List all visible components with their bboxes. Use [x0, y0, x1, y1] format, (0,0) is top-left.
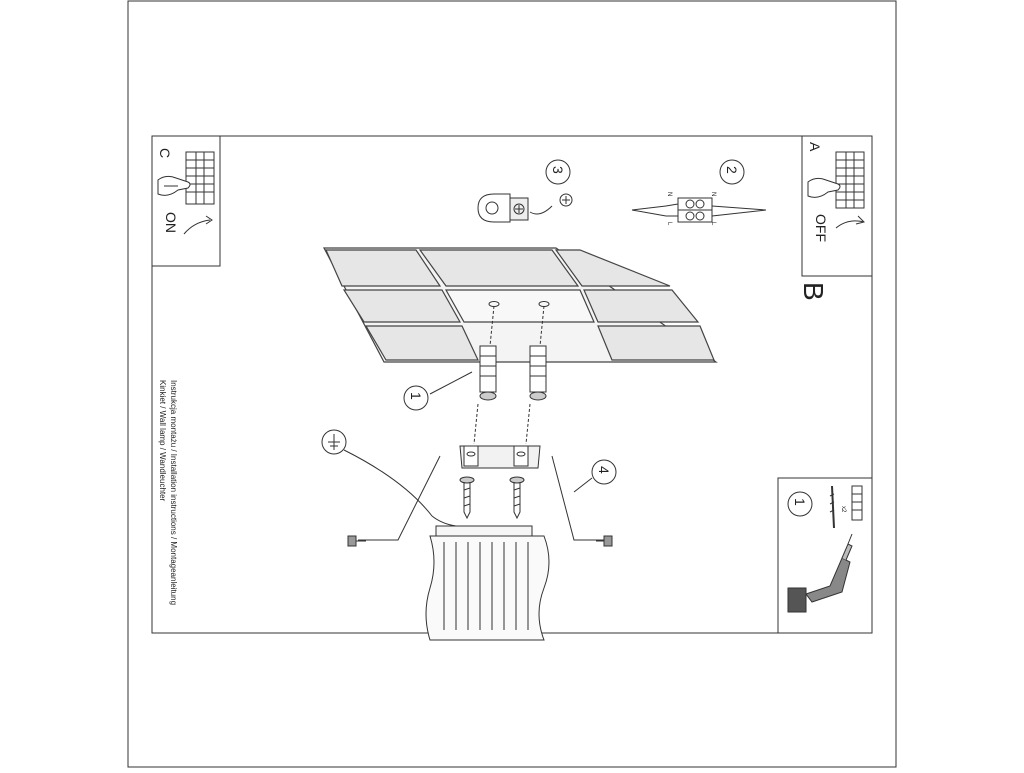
tools-step-label: 1 — [792, 498, 808, 506]
side-screw-right — [596, 535, 613, 547]
page-border — [127, 0, 897, 768]
step-1-marker: 1 — [403, 385, 429, 411]
panel-a-state: OFF — [813, 214, 829, 242]
panel-c-letter: C — [157, 148, 173, 158]
step-2-marker: 2 — [719, 159, 745, 185]
tools-panel-box — [777, 477, 873, 634]
panel-c-hand-icon — [157, 175, 191, 196]
caption-line-1: Instrukcja montażu / Installation instru… — [169, 380, 178, 606]
panel-a-box — [801, 135, 873, 277]
screw-left — [459, 476, 475, 520]
connector-n-right: N — [710, 192, 716, 196]
caption-line-2: Kinkiet / Wall lamp / Wandleuchter — [158, 380, 167, 502]
tools-step-marker: 1 — [787, 491, 813, 517]
ground-terminal — [477, 193, 553, 223]
lamp-body — [425, 525, 550, 641]
step-3-label: 3 — [550, 166, 566, 174]
plug-quantity-label: x2 — [840, 506, 846, 513]
mounting-bracket — [459, 445, 541, 469]
wire-connector — [631, 197, 767, 223]
wall-plug-icon — [851, 485, 863, 521]
step-1-label: 1 — [408, 392, 424, 400]
side-screw-left — [347, 535, 366, 547]
ground-symbol-icon — [559, 193, 573, 207]
drill-bit-icon — [829, 485, 835, 529]
wall-plug-left — [479, 345, 497, 401]
panel-a-letter: A — [807, 142, 823, 152]
connector-n-left: N — [666, 192, 672, 196]
connector-l-left: L — [666, 222, 672, 226]
panel-c-breaker-icon — [185, 151, 215, 205]
connector-l-right: L — [710, 222, 716, 226]
step-4-label: 4 — [596, 466, 612, 474]
panel-c-box — [151, 135, 221, 267]
step-2-label: 2 — [724, 166, 740, 174]
panel-a-hand-icon — [807, 177, 841, 198]
power-drill-icon — [787, 533, 853, 613]
panel-a-arrow-icon — [835, 220, 865, 229]
ceiling-tiles — [323, 247, 718, 363]
wall-plug-right — [529, 345, 547, 401]
step-4-marker: 4 — [591, 459, 617, 485]
panel-a-breaker-icon — [835, 151, 865, 209]
panel-b-letter: B — [798, 282, 829, 301]
lamp-ground-symbol-icon — [321, 429, 347, 455]
panel-c-arrow-icon — [183, 219, 211, 235]
screw-right — [509, 476, 525, 520]
step-3-marker: 3 — [545, 159, 571, 185]
panel-c-state: ON — [163, 212, 179, 233]
